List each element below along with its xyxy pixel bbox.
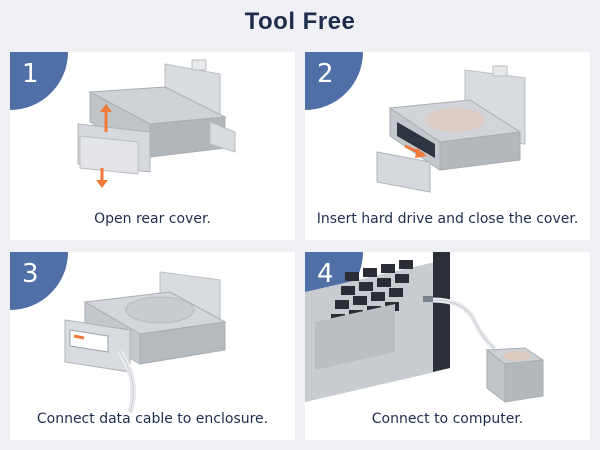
step-caption: Open rear cover. — [94, 211, 211, 227]
step-card-3: 3 Connect data cable to enclosure. — [10, 252, 295, 440]
computer-connect-illustration — [305, 252, 545, 404]
enclosure-open-illustration — [77, 59, 236, 188]
step-card-2: 2 Insert hard drive and close the cover. — [305, 52, 590, 240]
step-caption: Insert hard drive and close the cover. — [316, 211, 579, 227]
step-card-1: 1 Open rear cover. — [10, 52, 295, 240]
drive-insert-illustration — [376, 65, 526, 193]
step-card-4: 4 — [305, 252, 590, 440]
page-title: Tool Free — [244, 8, 356, 35]
cable-connect-illustration — [64, 271, 227, 413]
step-number: 2 — [317, 59, 334, 89]
step-number: 3 — [22, 259, 39, 289]
step-number-badge: 1 — [10, 52, 68, 110]
step-caption: Connect data cable to enclosure. — [36, 411, 269, 427]
step-number: 4 — [317, 259, 334, 289]
step-caption: Connect to computer. — [371, 411, 524, 427]
step-number: 1 — [22, 59, 39, 89]
